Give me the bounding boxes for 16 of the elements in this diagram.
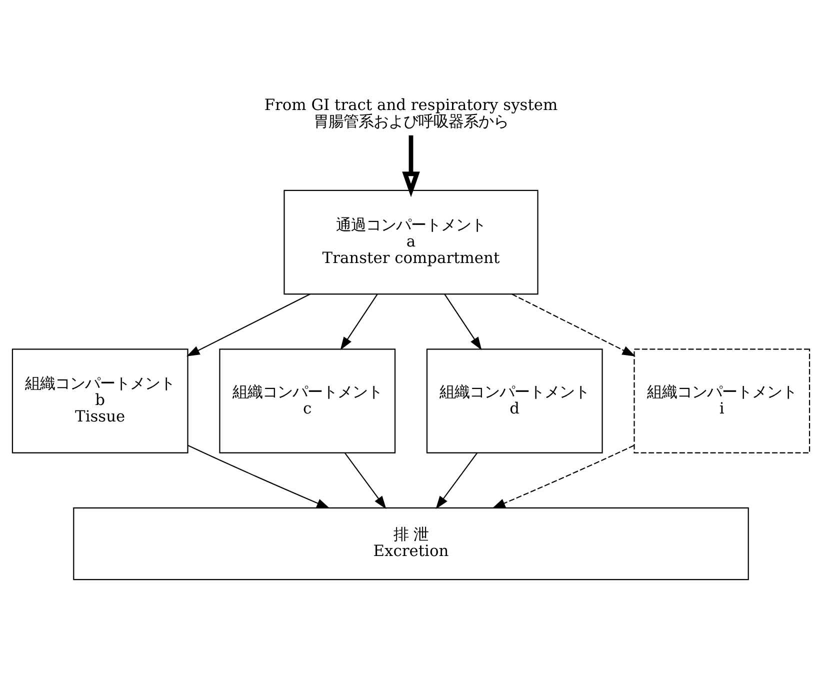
node-box: 通過コンパートメント a Transter compartment [284, 190, 538, 295]
arrow [344, 452, 386, 510]
arrow [512, 294, 636, 356]
arrow [436, 452, 478, 510]
arrow [186, 294, 310, 356]
arrow [340, 294, 378, 350]
node-box: 組織コンパートメント i [634, 348, 810, 454]
arrow [444, 294, 482, 350]
node-text: From GI tract and respiratory system 胃腸管系および呼吸器系から [264, 96, 558, 131]
arrow [188, 444, 330, 509]
arrow [402, 135, 420, 198]
node-box: 組織コンパートメント d [426, 348, 603, 454]
node-box: 組織コンパートメント c [219, 348, 396, 454]
node-box: 排 泄 Excretion [73, 507, 749, 580]
node-box: 組織コンパートメント b Tissue [12, 348, 188, 454]
arrow [492, 444, 634, 509]
